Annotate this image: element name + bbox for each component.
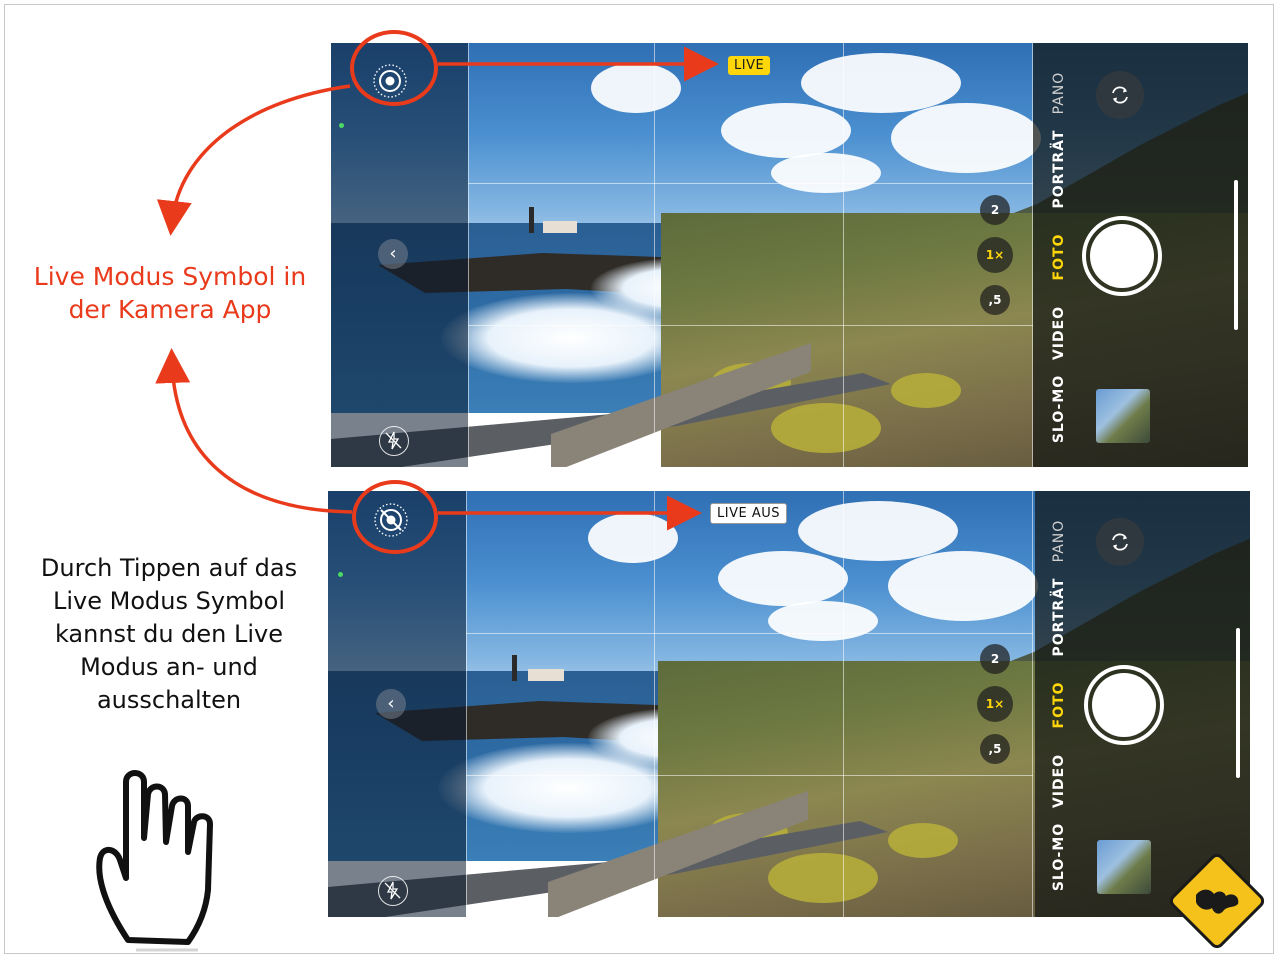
bush <box>768 853 878 903</box>
chevron-left-icon: ‹ <box>387 693 395 714</box>
grid-line <box>466 775 1033 776</box>
scroll-indicator <box>1234 180 1238 330</box>
grid-line <box>466 633 1033 634</box>
zoom-button-1x[interactable]: 1× <box>977 686 1013 722</box>
grid-line <box>843 43 844 467</box>
switch-camera-icon <box>1112 86 1128 104</box>
camera-indicator-dot <box>339 123 344 128</box>
grid-line <box>1032 491 1033 917</box>
camera-screenshot-live-off: ‹ LIVE AUS 2 1× ,5 PANO PORTRÄT FOTO VID… <box>328 491 1250 917</box>
grid-line <box>468 43 469 467</box>
grid-line <box>466 491 467 917</box>
building <box>528 669 564 681</box>
shutter-button[interactable] <box>1084 665 1164 745</box>
tower <box>512 655 517 681</box>
back-button[interactable]: ‹ <box>378 239 408 269</box>
caption-instruction: Durch Tippen auf das Live Modus Symbol k… <box>40 554 298 714</box>
flash-off-icon <box>385 431 402 450</box>
flash-button[interactable] <box>378 876 408 906</box>
grid-line <box>654 491 655 917</box>
cloud <box>768 601 878 641</box>
cloud <box>891 103 1041 173</box>
scroll-indicator <box>1236 628 1240 778</box>
chevron-left-icon: ‹ <box>389 243 397 264</box>
camera-screenshot-live-on: ‹ LIVE 2 1× ,5 PANO PORTRÄT FOTO VIDEO S… <box>331 43 1248 467</box>
cloud <box>801 53 961 113</box>
zoom-button-05x[interactable]: ,5 <box>980 285 1010 315</box>
zoom-button-2x[interactable]: 2 <box>980 195 1010 225</box>
grid-line <box>468 325 1033 326</box>
bush <box>891 373 961 408</box>
pointing-hand-icon <box>96 770 213 952</box>
flash-button[interactable] <box>379 426 409 456</box>
arrow-to-caption-bottom <box>155 348 353 514</box>
cloud <box>718 551 848 606</box>
zoom-label: 1× <box>985 248 1005 262</box>
cloud <box>721 103 851 158</box>
arrow-to-caption-top <box>156 84 351 236</box>
grid-line <box>843 491 844 917</box>
live-off-badge: LIVE AUS <box>710 503 787 524</box>
zoom-button-05x[interactable]: ,5 <box>980 734 1010 764</box>
zoom-label: 1× <box>985 697 1005 711</box>
shutter-inner <box>1092 673 1156 737</box>
zoom-button-2x[interactable]: 2 <box>980 644 1010 674</box>
cloud <box>591 63 681 113</box>
switch-camera-button[interactable] <box>1096 71 1144 119</box>
grid-line <box>468 183 1033 184</box>
building <box>543 221 577 233</box>
caption-live-symbol: Live Modus Symbol in der Kamera App <box>33 262 307 324</box>
bush <box>888 823 958 858</box>
site-logo <box>1166 850 1268 952</box>
world-map-sign-icon <box>1169 853 1265 949</box>
shutter-inner <box>1090 224 1154 288</box>
flash-off-icon <box>384 881 401 900</box>
zoom-label: 2 <box>990 203 1000 217</box>
live-badge: LIVE <box>728 56 771 75</box>
cloud <box>771 153 881 193</box>
outer-frame <box>4 4 1274 954</box>
last-photo-thumbnail[interactable] <box>1096 389 1150 443</box>
grid-line <box>1032 43 1033 467</box>
bush <box>771 403 881 453</box>
shutter-button[interactable] <box>1082 216 1162 296</box>
live-icon-highlight-ring <box>352 480 438 554</box>
camera-indicator-dot <box>338 572 343 577</box>
cloud <box>588 513 678 563</box>
last-photo-thumbnail[interactable] <box>1097 840 1151 894</box>
back-button[interactable]: ‹ <box>376 689 406 719</box>
zoom-button-1x[interactable]: 1× <box>977 237 1013 273</box>
switch-camera-icon <box>1112 533 1128 551</box>
grid-line <box>654 43 655 467</box>
cloud <box>798 501 958 561</box>
switch-camera-button[interactable] <box>1096 518 1144 566</box>
cloud <box>888 551 1038 621</box>
live-icon-highlight-ring <box>350 30 438 106</box>
zoom-label: ,5 <box>988 742 1002 756</box>
zoom-label: ,5 <box>988 293 1002 307</box>
zoom-label: 2 <box>990 652 1000 666</box>
tower <box>529 207 534 233</box>
